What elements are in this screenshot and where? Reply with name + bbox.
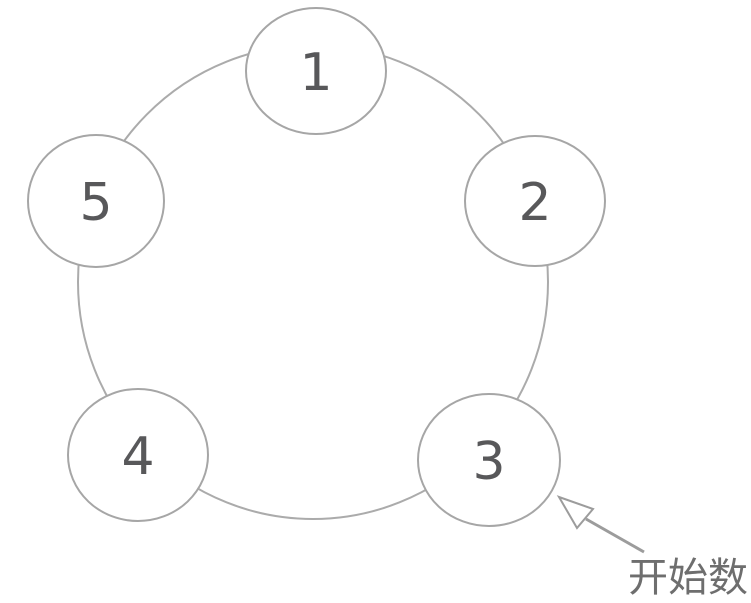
node-4-label: 4 bbox=[121, 427, 154, 487]
node-3-label: 3 bbox=[472, 432, 505, 492]
node-5-label: 5 bbox=[79, 173, 112, 233]
start-annotation: 开始数 bbox=[556, 495, 748, 601]
node-1-circle bbox=[245, 7, 387, 135]
node-5: 5 bbox=[27, 134, 165, 268]
node-2-label: 2 bbox=[518, 173, 551, 233]
node-4: 4 bbox=[67, 388, 209, 522]
node-1-label: 1 bbox=[299, 43, 332, 103]
start-label: 开始数 bbox=[628, 555, 748, 601]
node-2-circle bbox=[464, 135, 606, 267]
arrow-shaft bbox=[585, 517, 645, 554]
node-5-circle bbox=[27, 134, 165, 268]
node-3: 3 bbox=[417, 393, 561, 527]
node-3-circle bbox=[417, 393, 561, 527]
node-1: 1 bbox=[245, 7, 387, 135]
arrow-head-icon bbox=[556, 495, 595, 530]
node-2: 2 bbox=[464, 135, 606, 267]
node-4-circle bbox=[67, 388, 209, 522]
